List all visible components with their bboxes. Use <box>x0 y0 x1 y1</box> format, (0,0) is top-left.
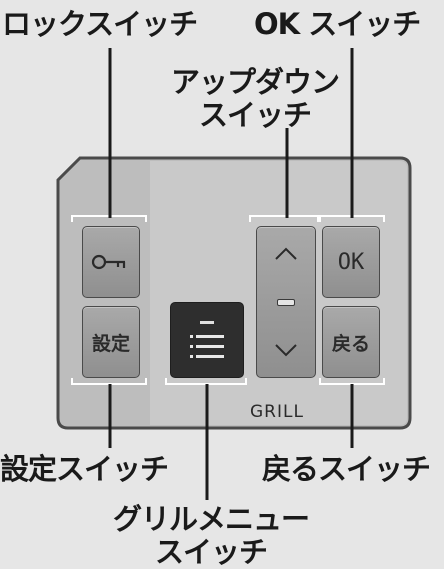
updown-switch-label-line2: スイッチ <box>198 98 312 132</box>
updown-switch[interactable] <box>256 226 316 378</box>
grill-menu-switch-label: グリルメニュー スイッチ <box>96 503 326 569</box>
grill-menu-switch-label-line1: グリルメニュー <box>112 502 310 536</box>
ok-switch[interactable]: OK <box>322 226 380 298</box>
back-switch-label: 戻るスイッチ <box>262 452 431 486</box>
back-switch[interactable]: 戻る <box>322 306 380 378</box>
menu-indicator-light <box>200 320 214 324</box>
grill-menu-switch-label-line2: スイッチ <box>154 535 268 569</box>
setting-switch-text: 設定 <box>91 332 130 355</box>
key-icon <box>91 254 126 270</box>
updown-switch-label: アップダウン スイッチ <box>150 66 360 132</box>
setting-switch-label: 設定スイッチ <box>0 452 169 486</box>
chevron-down-icon[interactable] <box>274 343 298 357</box>
lock-switch[interactable] <box>82 226 140 298</box>
chevron-up-icon[interactable] <box>274 247 298 261</box>
updown-switch-label-line1: アップダウン <box>170 65 340 99</box>
lock-switch-label: ロックスイッチ <box>2 7 198 41</box>
leader-lines <box>108 48 354 500</box>
back-switch-text: 戻る <box>331 332 370 355</box>
grill-menu-switch[interactable] <box>170 302 244 378</box>
panel-brand-text: GRILL <box>250 402 304 422</box>
setting-switch[interactable]: 設定 <box>82 306 140 378</box>
ok-switch-label: OK スイッチ <box>254 7 421 41</box>
ok-switch-text: OK <box>337 249 365 275</box>
updown-center-mark <box>277 298 295 306</box>
list-icon <box>190 334 224 358</box>
